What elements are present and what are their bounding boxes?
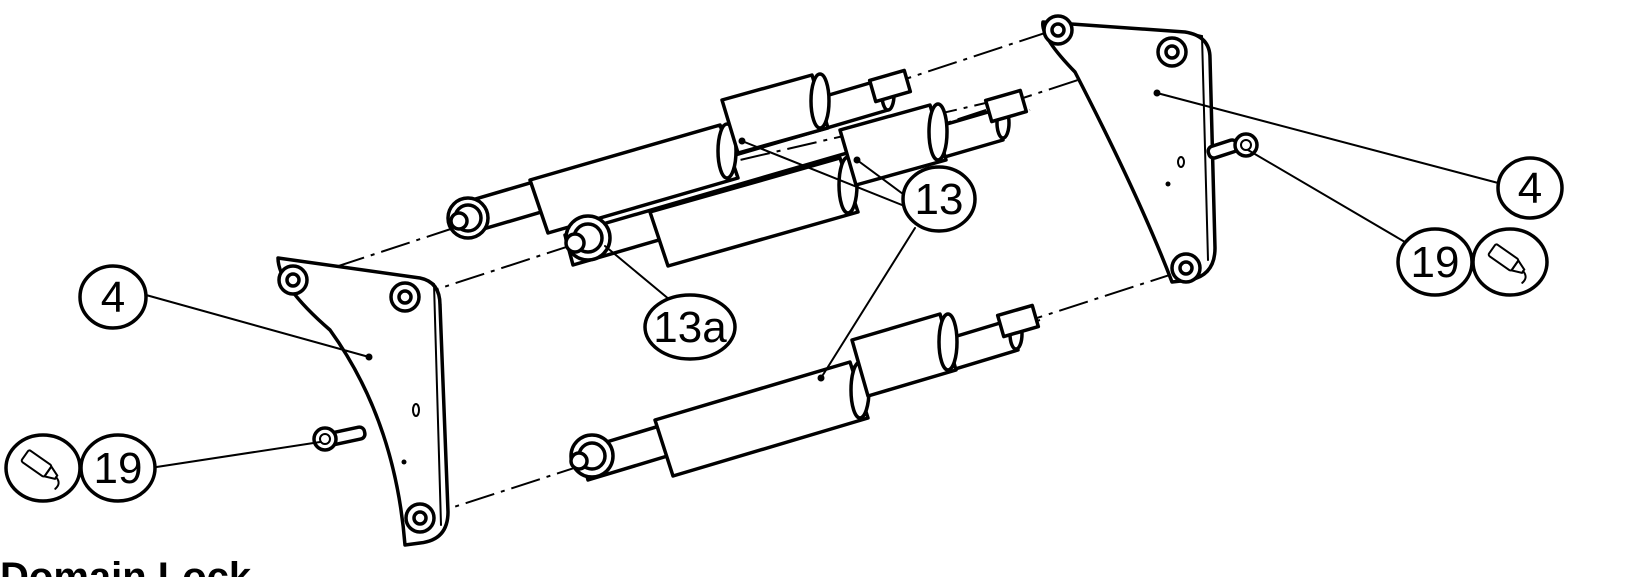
roller-upper-back xyxy=(446,68,913,240)
roller-lower xyxy=(569,303,1041,482)
callout-screw-right-label: 19 xyxy=(1411,238,1460,287)
callout-roller: 13 xyxy=(901,165,977,233)
partial-caption: Domain Lock... xyxy=(0,555,285,577)
threadlocker-applicator-icon xyxy=(20,449,60,490)
leader-lines xyxy=(145,92,1503,469)
roller-upper-front xyxy=(563,88,1029,268)
screw-right xyxy=(1206,132,1259,160)
threadlocker-applicator-icon xyxy=(1487,243,1527,284)
screw-left xyxy=(312,425,367,452)
callout-plate-right: 4 xyxy=(1496,156,1564,220)
callout-plate-left: 4 xyxy=(78,264,148,330)
callout-screw-right: 19 xyxy=(1396,227,1549,297)
callout-plate-left-label: 4 xyxy=(101,273,125,322)
callout-screw-left-label: 19 xyxy=(94,444,143,493)
left-side-plate xyxy=(276,256,450,547)
callout-gear-label: 13a xyxy=(653,303,727,352)
callout-screw-left: 19 xyxy=(4,433,157,503)
callout-plate-right-label: 4 xyxy=(1518,164,1542,213)
callout-gear: 13a xyxy=(643,293,737,361)
right-side-plate xyxy=(1041,14,1217,284)
callout-roller-label: 13 xyxy=(915,175,964,224)
